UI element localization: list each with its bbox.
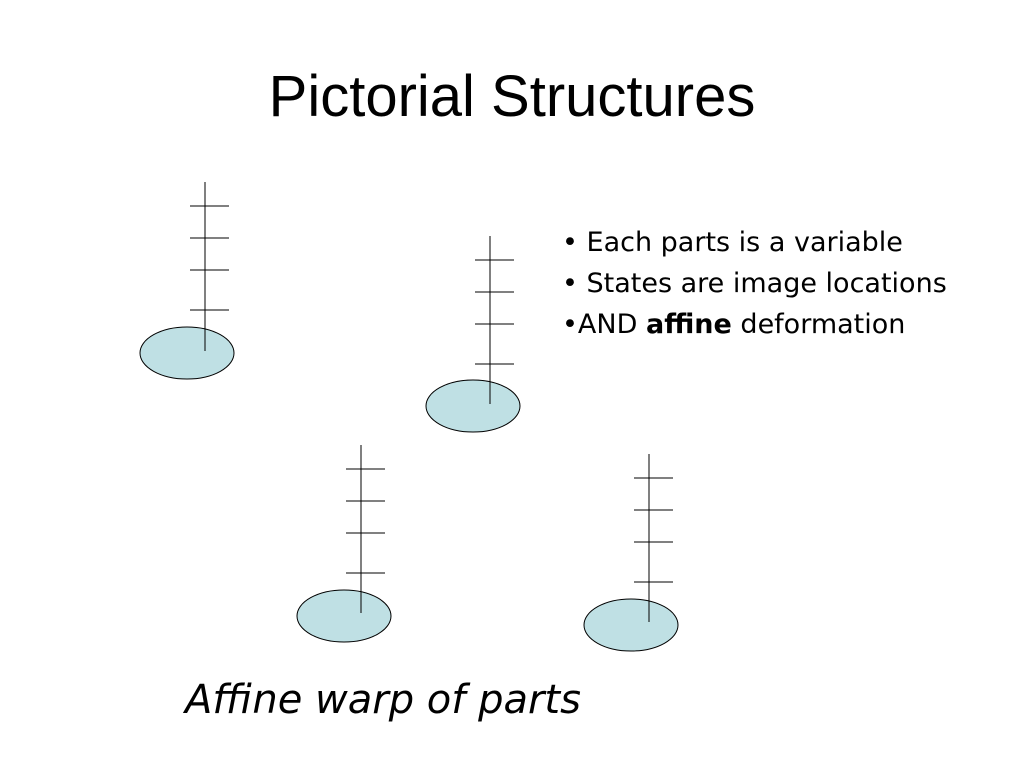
- slide-title: Pictorial Structures: [268, 64, 756, 129]
- bullet-text: States are image locations: [586, 268, 947, 299]
- bullet-text: deformation: [731, 309, 906, 340]
- bullet-text: Each parts is a variable: [586, 227, 903, 258]
- bullet-item-2: • States are image locations: [562, 263, 947, 304]
- bullet-list: • Each parts is a variable • States are …: [562, 222, 947, 345]
- bullet-item-1: • Each parts is a variable: [562, 222, 947, 263]
- part-model-3: [296, 445, 392, 643]
- bullet-marker: •AND: [562, 309, 646, 340]
- part-model-2: [425, 236, 521, 433]
- part-ellipse: [425, 379, 521, 433]
- part-ellipse: [296, 589, 392, 643]
- part-model-4: [583, 454, 679, 652]
- part-ellipse: [583, 598, 679, 652]
- bullet-marker: •: [562, 268, 587, 299]
- figure-caption: Affine warp of parts: [185, 677, 581, 723]
- bullet-bold-text: affine: [645, 309, 732, 340]
- bullet-marker: •: [562, 227, 587, 258]
- part-ellipse: [139, 326, 235, 380]
- bullet-item-3: •AND affine deformation: [562, 304, 947, 345]
- part-model-1: [139, 182, 235, 380]
